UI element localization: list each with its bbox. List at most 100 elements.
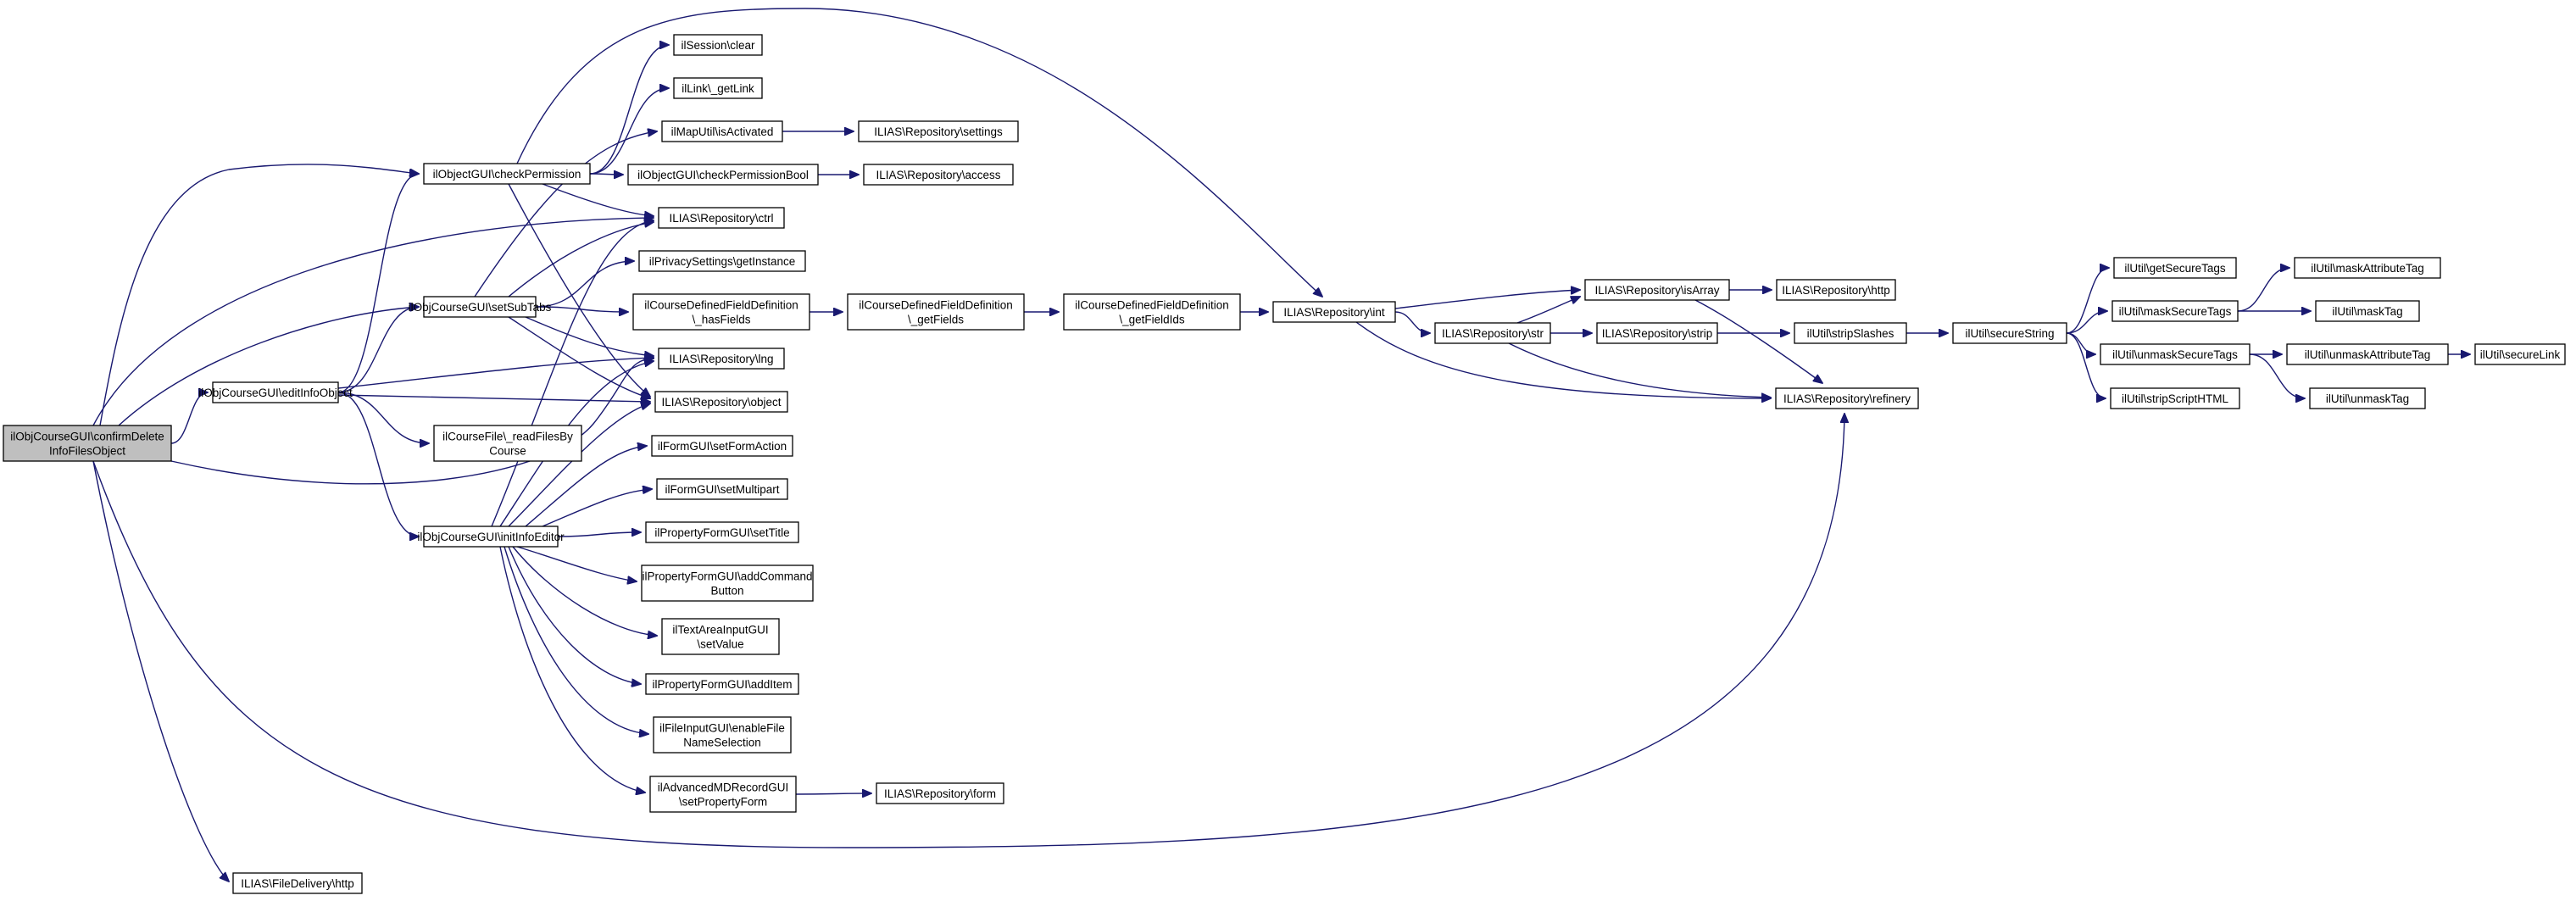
node-box [658, 348, 785, 370]
node-box [2113, 257, 2237, 279]
node-label: ILIAS\FileDelivery\http [241, 877, 354, 890]
node-label: ilPropertyFormGUI\addItem [652, 678, 792, 691]
node-privacy[interactable]: ilPrivacySettings\getInstance [638, 250, 806, 272]
edge-root-to-refinery [92, 414, 1844, 848]
node-setsubtabs[interactable]: ilObjCourseGUI\setSubTabs [409, 296, 552, 318]
edge-root-to-edit [170, 392, 208, 444]
edge-root-to-setsubtabs [118, 307, 419, 426]
edge-initinfo-to-lng [499, 361, 654, 527]
node-label: Course [489, 445, 526, 458]
edge-initinfo-to-setmultipart [542, 489, 652, 527]
node-box [423, 163, 591, 185]
node-advmd[interactable]: ilAdvancedMDRecordGUI\setPropertyForm [649, 776, 797, 813]
node-access[interactable]: ILIAS\Repository\access [863, 164, 1014, 186]
node-label: \setPropertyForm [679, 796, 767, 809]
node-additem[interactable]: ilPropertyFormGUI\addItem [645, 673, 799, 695]
node-form[interactable]: ILIAS\Repository\form [876, 782, 1004, 804]
node-label: ilUtil\maskTag [2332, 305, 2402, 318]
node-checkperm[interactable]: ilObjectGUI\checkPermission [423, 163, 591, 185]
node-stripslashes[interactable]: ilUtil\stripSlashes [1794, 322, 1907, 344]
node-setmultipart[interactable]: ilFormGUI\setMultipart [656, 478, 788, 500]
node-label: ILIAS\Repository\ctrl [669, 212, 773, 225]
edge-setsubtabs-to-hasfields [535, 306, 628, 312]
node-getfields[interactable]: ilCourseDefinedFieldDefinition\_getField… [847, 293, 1025, 331]
edge-edit-to-lng [337, 358, 654, 389]
node-unmasksecuretags[interactable]: ilUtil\unmaskSecureTags [2100, 343, 2251, 365]
edge-root-to-checkperm [99, 164, 419, 426]
node-box [2286, 343, 2449, 365]
node-box [1434, 322, 1551, 344]
edge-root-to-ctrl [92, 218, 654, 426]
node-hasfields[interactable]: ilCourseDefinedFieldDefinition\_hasField… [632, 293, 810, 331]
node-settitle[interactable]: ilPropertyFormGUI\setTitle [645, 521, 799, 543]
node-masktag[interactable]: ilUtil\maskTag [2315, 300, 2420, 322]
node-unmasktag[interactable]: ilUtil\unmaskTag [2309, 387, 2426, 409]
node-label: ilPrivacySettings\getInstance [649, 255, 796, 268]
node-settings[interactable]: ILIAS\Repository\settings [858, 120, 1019, 142]
node-label: ILIAS\Repository\strip [1602, 327, 1713, 340]
node-edit[interactable]: ilObjCourseGUI\editInfoObject [198, 381, 353, 403]
node-fdhttp[interactable]: ILIAS\FileDelivery\http [232, 872, 363, 894]
edge-setsubtabs-to-ctrl [508, 222, 654, 298]
edge-root-to-fdhttp [92, 460, 229, 882]
edge-setsubtabs-to-maputil [474, 131, 657, 298]
node-masksecuretags[interactable]: ilUtil\maskSecureTags [2111, 300, 2239, 322]
node-label: InfoFilesObject [49, 445, 125, 458]
node-getfieldids[interactable]: ilCourseDefinedFieldDefinition\_getField… [1063, 293, 1241, 331]
node-stripscripthtml[interactable]: ilUtil\stripScriptHTML [2110, 387, 2240, 409]
node-object[interactable]: ILIAS\Repository\object [654, 391, 788, 413]
node-label: ilPropertyFormGUI\addCommand [642, 570, 812, 583]
node-strip[interactable]: ILIAS\Repository\strip [1596, 322, 1718, 344]
node-ctrl[interactable]: ILIAS\Repository\ctrl [658, 207, 785, 229]
edge-setsubtabs-to-lng [525, 316, 654, 356]
edge-securestring-to-getsecuretags [2066, 268, 2109, 334]
node-box [2309, 387, 2426, 409]
node-label: ilObjCourseGUI\editInfoObject [198, 387, 353, 399]
node-box [2111, 300, 2239, 322]
node-label: ilFileInputGUI\enableFile [659, 722, 785, 735]
node-label: ilUtil\unmaskAttributeTag [2305, 348, 2431, 361]
node-box [232, 872, 363, 894]
node-box [632, 293, 810, 331]
node-setformaction[interactable]: ilFormGUI\setFormAction [651, 435, 793, 457]
node-label: ILIAS\Repository\access [876, 169, 1000, 181]
edge-checkperm-to-sessclear [589, 45, 669, 175]
node-unmaskattributetag[interactable]: ilUtil\unmaskAttributeTag [2286, 343, 2449, 365]
node-sessclear[interactable]: ilSession\clear [673, 34, 763, 56]
node-securestring[interactable]: ilUtil\secureString [1952, 322, 2067, 344]
node-int[interactable]: ILIAS\Repository\int [1272, 301, 1396, 323]
node-textarea[interactable]: ilTextAreaInputGUI\setValue [661, 618, 780, 655]
node-maskattributetag[interactable]: ilUtil\maskAttributeTag [2294, 257, 2441, 279]
node-checkpermbool[interactable]: ilObjectGUI\checkPermissionBool [627, 164, 819, 186]
edge-edit-to-readfiles [337, 392, 429, 443]
node-box [656, 478, 788, 500]
node-box [645, 521, 799, 543]
node-initinfo[interactable]: ilObjCourseGUI\initInfoEditor [417, 526, 565, 548]
edge-layer [92, 8, 2470, 882]
node-lng[interactable]: ILIAS\Repository\lng [658, 348, 785, 370]
node-label: ilCourseDefinedFieldDefinition [1075, 299, 1229, 312]
node-label: ilUtil\secureLink [2480, 348, 2561, 361]
node-str[interactable]: ILIAS\Repository\str [1434, 322, 1551, 344]
node-box [1596, 322, 1718, 344]
node-box [658, 207, 785, 229]
node-getlink[interactable]: ilLink\_getLink [673, 77, 763, 99]
node-rhttp[interactable]: ILIAS\Repository\http [1776, 279, 1896, 301]
node-refinery[interactable]: ILIAS\Repository\refinery [1775, 387, 1919, 409]
node-root[interactable]: ilObjCourseGUI\confirmDeleteInfoFilesObj… [3, 425, 172, 462]
node-isarray[interactable]: ILIAS\Repository\isArray [1584, 279, 1730, 301]
edge-initinfo-to-setformaction [525, 446, 647, 527]
node-maputil[interactable]: ilMapUtil\isActivated [661, 120, 783, 142]
node-getsecuretags[interactable]: ilUtil\getSecureTags [2113, 257, 2237, 279]
node-label: NameSelection [683, 737, 761, 749]
node-label: \_getFields [908, 314, 964, 326]
edge-int-to-str [1394, 311, 1430, 333]
node-box [2294, 257, 2441, 279]
node-box [1775, 387, 1919, 409]
node-box [1272, 301, 1396, 323]
node-label: ilUtil\maskAttributeTag [2311, 262, 2424, 275]
node-securelink[interactable]: ilUtil\secureLink [2474, 343, 2566, 365]
